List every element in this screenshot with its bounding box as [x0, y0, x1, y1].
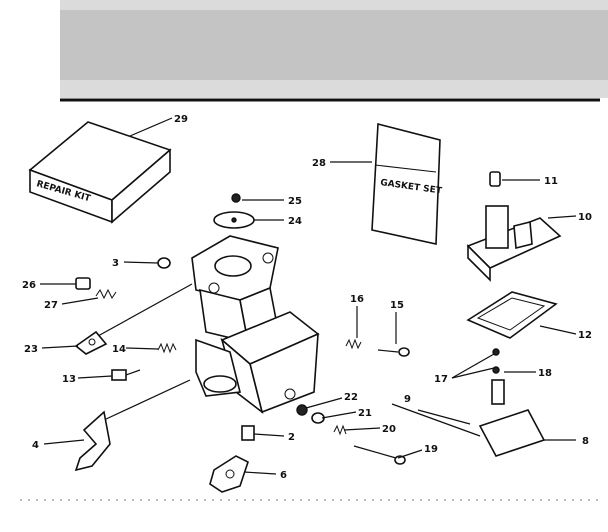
callout-17: 17	[434, 374, 448, 385]
callout-labels: 29 28 25 24 3 26 27 23 14 13 4 2 6 16 15…	[22, 114, 592, 481]
callout-10: 10	[578, 212, 592, 223]
choke-shaft-part-23	[74, 283, 193, 355]
spring-part-27	[95, 288, 117, 300]
callout-8: 8	[582, 436, 589, 447]
spring-part-20	[333, 424, 347, 436]
callout-6: 6	[280, 470, 287, 481]
gasket-set-card: GASKET SET	[371, 122, 443, 245]
washer-part-17	[492, 348, 500, 374]
callout-13: 13	[62, 374, 76, 385]
callout-15: 15	[390, 300, 404, 311]
plug-part-26	[75, 277, 91, 290]
gasket-part-6	[209, 455, 249, 493]
callout-21: 21	[358, 408, 372, 419]
callout-19: 19	[424, 444, 438, 455]
callout-25: 25	[288, 196, 302, 207]
float-part-8	[391, 403, 546, 457]
spring-part-14	[157, 342, 177, 354]
callout-22: 22	[344, 392, 358, 403]
repair-kit-box: REPAIR KIT	[28, 121, 172, 224]
callout-24: 24	[288, 216, 302, 227]
throttle-shaft-part-4	[74, 379, 191, 472]
callout-23: 23	[24, 344, 38, 355]
callout-28: 28	[312, 158, 326, 169]
jet-part-2	[241, 425, 255, 441]
callout-4: 4	[32, 440, 39, 451]
scan-noise-header	[60, 0, 608, 102]
callout-18: 18	[538, 368, 552, 379]
fuel-inlet-cover-part-10	[466, 205, 562, 282]
gasket-part-12	[466, 291, 558, 339]
callout-2: 2	[288, 432, 295, 443]
screw-part-25	[231, 193, 241, 203]
washer-part-24	[213, 211, 255, 229]
leader-lines	[40, 117, 577, 475]
seal-part-22	[296, 404, 308, 416]
callout-9: 9	[404, 394, 411, 405]
spring-part-16	[345, 338, 362, 350]
callout-26: 26	[22, 280, 36, 291]
callout-12: 12	[578, 330, 592, 341]
screw-part-11	[489, 171, 501, 187]
callout-11: 11	[544, 176, 558, 187]
needle-screw-part-15	[377, 347, 410, 357]
callout-16: 16	[350, 294, 364, 305]
callout-20: 20	[382, 424, 396, 435]
callout-3: 3	[112, 258, 119, 269]
screw-part-13	[111, 369, 141, 381]
pin-part-9	[417, 409, 471, 425]
callout-27: 27	[44, 300, 58, 311]
seat-part-18	[491, 379, 505, 405]
callout-29: 29	[174, 114, 188, 125]
carburetor-body	[191, 235, 320, 415]
needle-screw-part-19	[353, 445, 406, 465]
plug-part-3	[157, 257, 171, 269]
callout-14: 14	[112, 344, 126, 355]
